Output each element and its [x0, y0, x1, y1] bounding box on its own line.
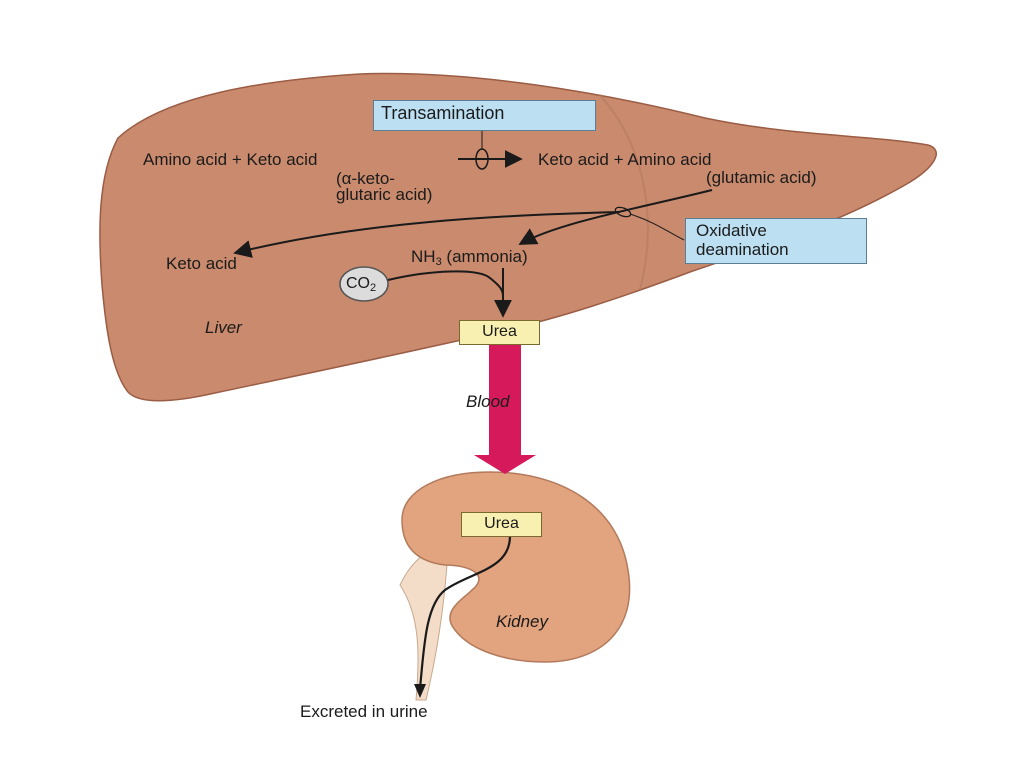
product-keto-amino: Keto acid + Amino acid: [538, 150, 712, 169]
deamination-arrow: [518, 189, 713, 245]
deamination-connector: [629, 213, 685, 241]
co2-label: CO2: [346, 275, 377, 294]
kidney-urea-box: Urea: [461, 512, 542, 537]
ammonia-label: NH3 (ammonia): [411, 247, 528, 268]
keto-acid-label: Keto acid: [166, 254, 237, 273]
co2-to-urea-line: [387, 270, 504, 297]
keto-acid-arrow: [233, 211, 621, 258]
oxidative-deamination-box: Oxidative deamination: [685, 218, 867, 264]
excretion-arrow-head: [414, 684, 426, 698]
excreted-label: Excreted in urine: [300, 702, 428, 721]
co2-circle: [339, 266, 389, 302]
oxidative-deamination-line-2: deamination: [696, 240, 789, 259]
blood-label: Blood: [466, 392, 510, 411]
ureter-shape: [399, 548, 449, 701]
reactant-keto-acid-note-1: (α-keto-: [336, 169, 395, 188]
transamination-title: Transamination: [381, 103, 505, 123]
transamination-label-box: Transamination: [373, 100, 596, 131]
liver-label: Liver: [205, 318, 242, 337]
liver-lobe-shading: [599, 94, 649, 291]
product-amino-acid-note: (glutamic acid): [706, 168, 817, 187]
excretion-line: [418, 535, 512, 689]
oxidative-deamination-line-1: Oxidative: [696, 221, 767, 240]
deamination-enzyme-marker: [614, 206, 632, 218]
reactant-amino-acid: Amino acid + Keto acid: [143, 150, 318, 169]
blood-arrow-head: [474, 455, 536, 474]
liver-urea-box: Urea: [459, 320, 540, 345]
reactant-keto-acid-note-2: glutaric acid): [336, 185, 433, 204]
kidney-shape: [401, 471, 631, 663]
kidney-label: Kidney: [496, 612, 548, 631]
blood-arrow-shaft: [489, 345, 521, 457]
